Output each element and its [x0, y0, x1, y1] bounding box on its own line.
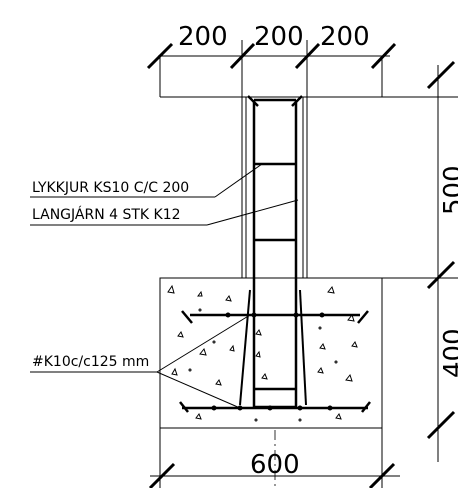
stirrup-label-leader: [30, 163, 263, 198]
label-mesh: #K10c/c125 mm: [32, 354, 149, 370]
footing-top-rebar: [181, 310, 369, 324]
footing-outline: [159, 277, 383, 429]
label-stirrups: LYKKJUR KS10 C/C 200: [32, 180, 189, 196]
mesh-label-leader: [30, 314, 251, 409]
footing-bottom-rebar: [179, 401, 371, 413]
dim-right-upper: 500: [439, 165, 458, 215]
starter-bars: [239, 289, 307, 406]
wall-outline: [241, 97, 308, 278]
dim-top-middle: 200: [254, 22, 304, 52]
stirrup-cage: [247, 95, 303, 409]
label-longitudinal: LANGJÁRN 4 STK K12: [32, 206, 181, 223]
right-dimension-chain: [307, 60, 458, 462]
dim-top-right: 200: [320, 22, 370, 52]
dim-right-lower: 400: [439, 328, 458, 378]
top-dimension-chain: [146, 40, 397, 97]
dim-top-left: 200: [178, 22, 228, 52]
longitudinal-label-leader: [30, 199, 299, 226]
aggregate-symbols: [167, 284, 358, 422]
